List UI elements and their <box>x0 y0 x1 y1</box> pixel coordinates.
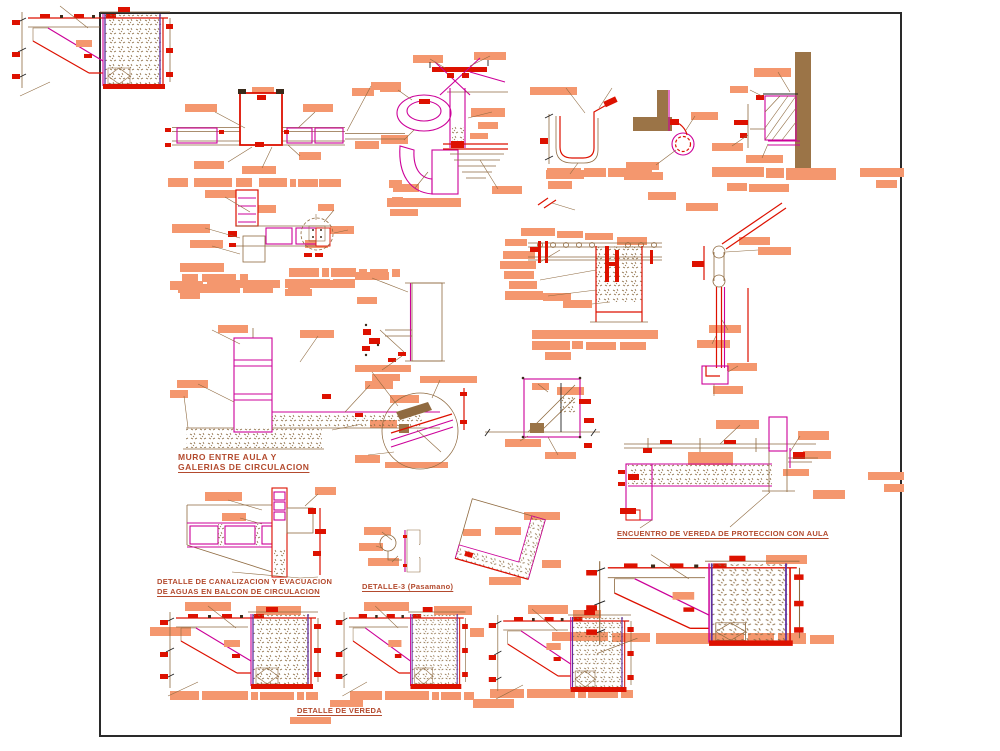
detail-pipe-hook <box>633 90 696 166</box>
detail-louver-circle <box>367 371 459 470</box>
detail-vereda-section-2 <box>335 605 469 697</box>
title-encuentro-line1: ENCUENTRO DE VEREDA DE PROTECCION CON AU… <box>617 529 829 538</box>
detail-canal-section <box>528 241 662 323</box>
title-encuentro: ENCUENTRO DE VEREDA DE PROTECCION CON AU… <box>617 529 829 539</box>
detail-drain-section <box>396 55 508 195</box>
detail-downspout <box>692 202 787 396</box>
title-muro-line2: GALERIAS DE CIRCULACION <box>178 462 310 472</box>
title-pasamano: DETALLE-3 (Pasamano) <box>362 582 453 592</box>
detail-vereda-section-3 <box>488 608 635 700</box>
detail-square-plan <box>484 376 600 456</box>
title-canalizacion-line1: DETALLE DE CANALIZACION Y EVACUACION <box>157 577 333 586</box>
detail-corner-plan <box>204 189 331 263</box>
detail-encuentro <box>618 416 818 529</box>
title-canalizacion: DETALLE DE CANALIZACION Y EVACUACION DE … <box>157 577 332 597</box>
title-muro-line1: MURO ENTRE AULA Y <box>178 452 277 462</box>
detail-topright-wall <box>537 52 811 211</box>
title-vereda-line1: DETALLE DE VEREDA <box>297 706 382 715</box>
title-canalizacion-line2: DE AGUAS EN BALCON DE CIRCULACION <box>157 587 320 596</box>
title-muro: MURO ENTRE AULA Y GALERIAS DE CIRCULACIO… <box>178 452 309 472</box>
detail-vereda-section <box>12 5 173 97</box>
annotation-blocks <box>150 52 904 724</box>
detail-circle-plan <box>300 209 349 257</box>
detail-muro-section <box>183 328 467 450</box>
detail-tilted-vereda <box>454 498 546 580</box>
detail-wall-plan <box>165 85 405 169</box>
detail-gutter-u <box>540 87 618 175</box>
title-vereda: DETALLE DE VEREDA <box>297 706 382 716</box>
detail-handrail-anchor <box>362 277 445 371</box>
detail-pasamano <box>375 529 421 573</box>
detail-balcon-plan <box>186 487 326 579</box>
title-pasamano-line1: DETALLE-3 (Pasamano) <box>362 582 454 591</box>
